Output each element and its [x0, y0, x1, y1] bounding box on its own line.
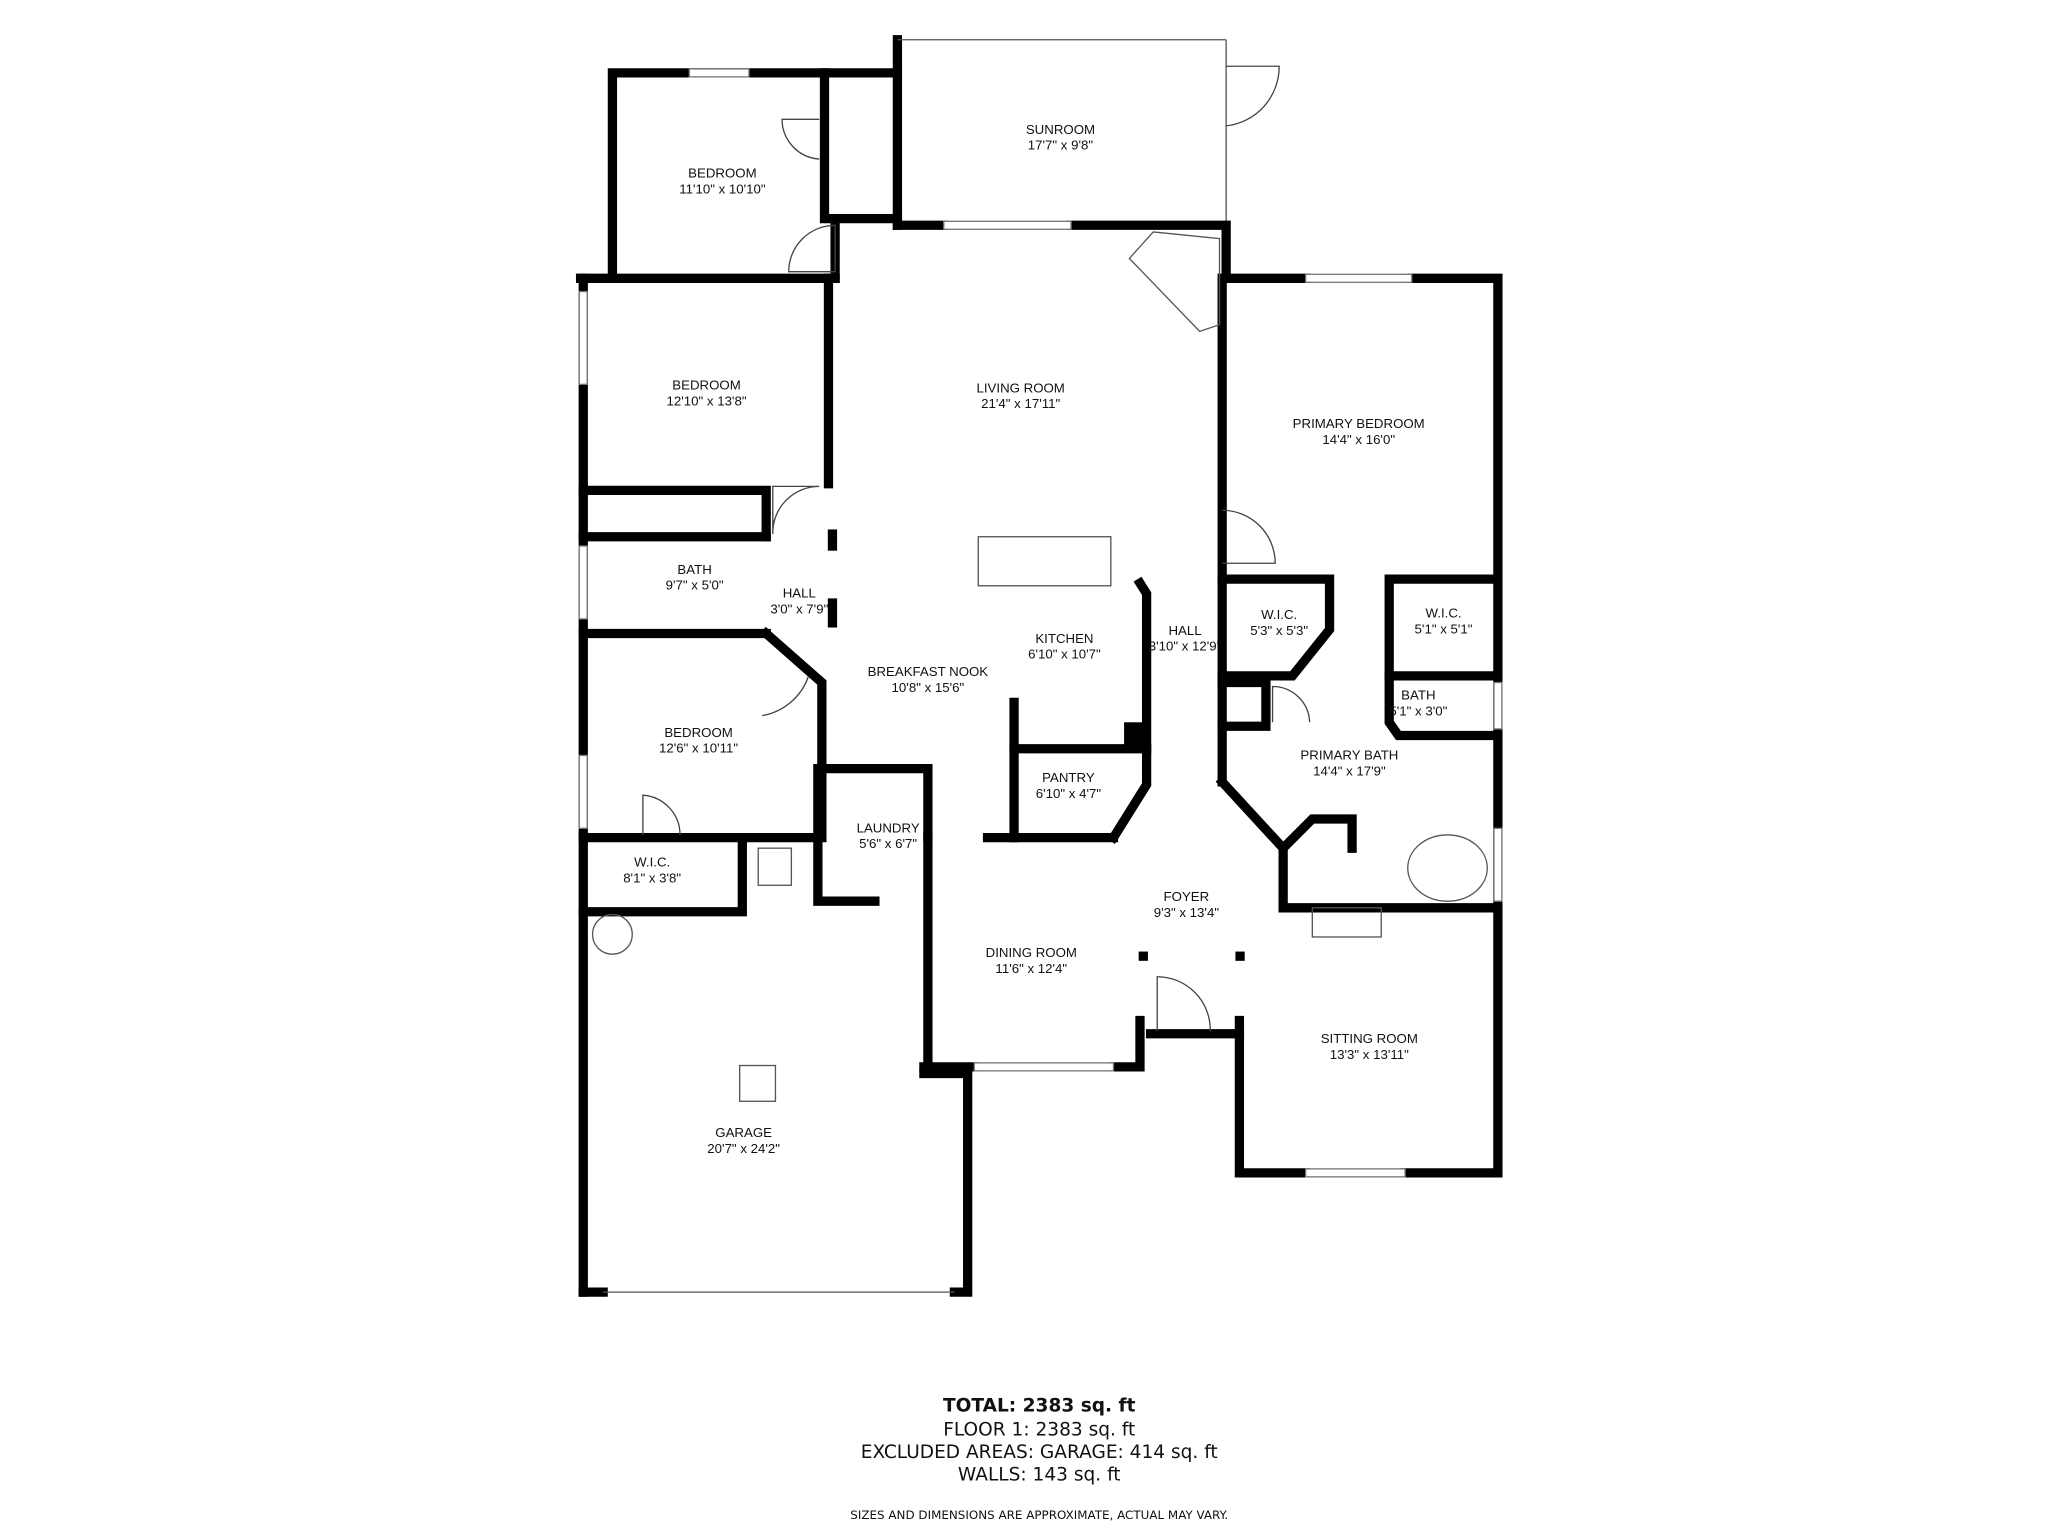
walls	[575, 35, 1503, 1297]
room-label: W.I.C.8'1" x 3'8"	[623, 855, 681, 886]
windows	[578, 68, 1503, 1178]
doors	[591, 65, 1488, 1102]
walls-area: WALLS: 143 sq. ft	[958, 1464, 1121, 1485]
disclaimer: SIZES AND DIMENSIONS ARE APPROXIMATE, AC…	[850, 1508, 1228, 1522]
excluded-areas: EXCLUDED AREAS: GARAGE: 414 sq. ft	[861, 1442, 1218, 1463]
room-label: W.I.C.5'1" x 5'1"	[1415, 606, 1473, 637]
area-summary: TOTAL: 2383 sq. ft FLOOR 1: 2383 sq. ft …	[850, 1395, 1228, 1521]
floor-area: FLOOR 1: 2383 sq. ft	[943, 1419, 1135, 1440]
room-label: W.I.C.5'3" x 5'3"	[1250, 607, 1308, 638]
total-area: TOTAL: 2383 sq. ft	[943, 1395, 1136, 1416]
